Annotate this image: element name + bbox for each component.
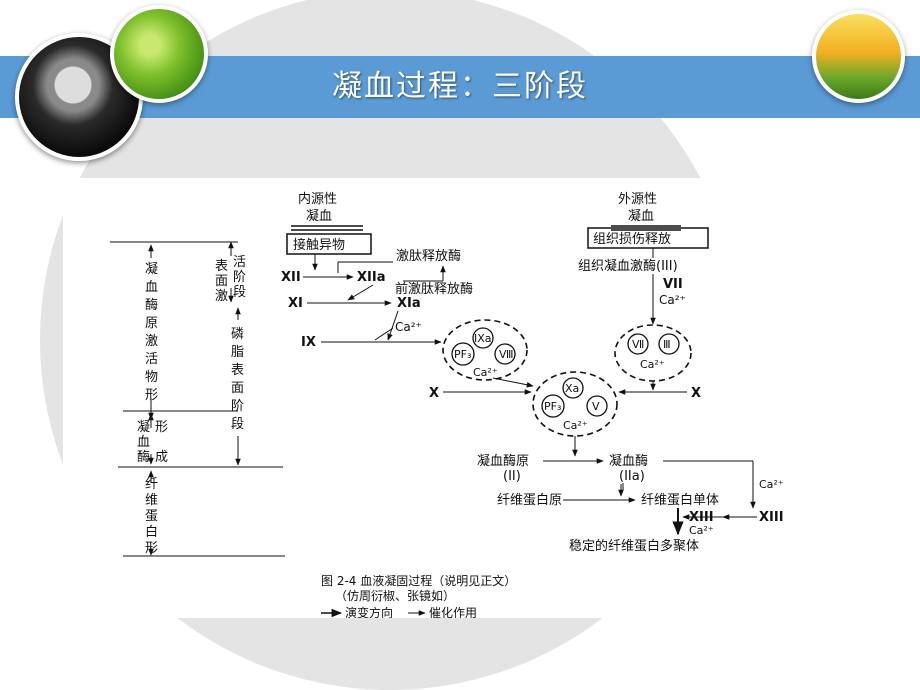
tissue-factor-complex: Ⅶ Ⅲ Ca²⁺ <box>614 324 692 391</box>
svg-text:凝血酶原: 凝血酶原 <box>477 453 529 469</box>
extrinsic-cascade: 组织凝血激酶(III) VII Ca²⁺ <box>578 248 686 325</box>
svg-text:图 2-4 血液凝固过程（说明见正文）: 图 2-4 血液凝固过程（说明见正文） <box>321 573 516 588</box>
svg-text:XIII: XIII <box>759 510 784 525</box>
prothrombinase-complex: Xa PF₃ Ⅴ Ca²⁺ <box>532 371 618 457</box>
coagulation-diagram: 凝 血 酶 原 激 活 物 形 成 凝 血 酶 形 成 纤 维 蛋 白 形 成 … <box>110 191 784 620</box>
stage-scale <box>110 241 285 557</box>
svg-text:酶: 酶 <box>137 449 150 465</box>
intrinsic-cascade: XII XIIa 激肽释放酶 前激肽释放酶 前激肽释放酶 XI XIa IX C… <box>281 248 473 350</box>
svg-text:Ca²⁺: Ca²⁺ <box>759 478 784 491</box>
svg-text:凝血: 凝血 <box>306 208 332 224</box>
svg-text:Ca²⁺: Ca²⁺ <box>473 366 498 379</box>
svg-text:表: 表 <box>215 259 228 274</box>
svg-text:纤维蛋白单体: 纤维蛋白单体 <box>641 492 719 508</box>
svg-text:维: 维 <box>145 493 158 508</box>
factor-x-activation: X X <box>429 386 701 401</box>
svg-text:脂: 脂 <box>231 345 244 360</box>
svg-text:Ca²⁺: Ca²⁺ <box>659 293 686 307</box>
svg-text:(IIa): (IIa) <box>619 469 645 484</box>
svg-text:XII: XII <box>281 270 301 285</box>
thrombin-formation: 凝血酶原 (II) 凝血酶 (IIa) Ca²⁺ <box>477 453 784 509</box>
svg-text:活: 活 <box>233 255 246 270</box>
svg-text:接触异物: 接触异物 <box>293 237 345 253</box>
coagulation-diagram-panel: 凝 血 酶 原 激 活 物 形 成 凝 血 酶 形 成 纤 维 蛋 白 形 成 … <box>63 178 847 620</box>
svg-text:白: 白 <box>145 524 158 540</box>
svg-text:凝: 凝 <box>145 261 158 277</box>
svg-text:X: X <box>691 386 701 401</box>
svg-text:原: 原 <box>145 316 158 331</box>
svg-text:凝血: 凝血 <box>628 208 654 224</box>
svg-text:活: 活 <box>145 352 158 367</box>
svg-text:Ca²⁺: Ca²⁺ <box>395 320 422 334</box>
svg-text:凝: 凝 <box>137 419 150 435</box>
svg-text:段: 段 <box>231 417 244 432</box>
svg-text:阶: 阶 <box>233 270 246 285</box>
contact-box <box>286 233 372 255</box>
svg-text:组织凝血激酶(III): 组织凝血激酶(III) <box>578 258 678 274</box>
svg-text:XIa: XIa <box>397 296 421 311</box>
svg-text:成: 成 <box>155 450 168 465</box>
svg-text:纤: 纤 <box>145 477 158 492</box>
svg-text:X: X <box>429 386 439 401</box>
svg-text:Ca²⁺: Ca²⁺ <box>689 524 714 537</box>
green-leaf-photo <box>110 5 208 103</box>
svg-text:激: 激 <box>215 289 228 304</box>
svg-text:组织损伤释放: 组织损伤释放 <box>593 232 671 247</box>
svg-text:XIIa: XIIa <box>357 270 385 285</box>
slide-title: 凝血过程：三阶段 <box>332 69 588 104</box>
svg-text:酶: 酶 <box>145 297 158 313</box>
intrinsic-pathway-header: 内源性 凝血 接触异物 <box>286 191 372 255</box>
svg-text:Ⅷ: Ⅷ <box>499 348 514 361</box>
tulip-photo <box>812 10 905 103</box>
surface-activation-phase: 表 面 激 活 阶 段 <box>215 241 246 304</box>
tenase-complex: IXa PF₃ Ⅷ Ca²⁺ <box>442 319 534 388</box>
svg-text:血: 血 <box>137 435 150 450</box>
svg-text:形: 形 <box>145 541 158 556</box>
svg-text:表: 表 <box>231 363 244 378</box>
svg-text:形: 形 <box>145 388 158 403</box>
svg-text:Ⅲ: Ⅲ <box>663 338 671 351</box>
svg-text:形: 形 <box>155 420 168 435</box>
svg-text:外源性: 外源性 <box>618 192 657 207</box>
fibrin-formation: 纤维蛋白原 纤维蛋白单体 XIII XIII Ca²⁺ 稳定的纤维蛋白多聚体 <box>497 484 784 554</box>
svg-text:Ⅴ: Ⅴ <box>592 400 600 413</box>
tissue-injury-box <box>587 227 709 249</box>
svg-text:Ca²⁺: Ca²⁺ <box>563 419 588 432</box>
svg-text:面: 面 <box>215 274 228 289</box>
svg-text:纤维蛋白原: 纤维蛋白原 <box>497 492 562 508</box>
svg-text:Xa: Xa <box>565 382 579 395</box>
svg-text:内源性: 内源性 <box>298 191 337 207</box>
svg-text:(II): (II) <box>503 469 521 484</box>
svg-text:（仿周衍椒、张镜如）: （仿周衍椒、张镜如） <box>335 588 455 603</box>
svg-text:VII: VII <box>663 277 683 292</box>
svg-text:物: 物 <box>145 370 158 385</box>
svg-text:PF₃: PF₃ <box>454 348 471 361</box>
svg-text:激肽释放酶: 激肽释放酶 <box>396 248 461 264</box>
stage1-label: 凝 血 酶 原 激 活 物 形 成 <box>145 261 158 403</box>
svg-text:凝血酶: 凝血酶 <box>609 453 648 469</box>
svg-text:演变方向: 演变方向 <box>345 605 393 618</box>
svg-text:稳定的纤维蛋白多聚体: 稳定的纤维蛋白多聚体 <box>569 538 699 554</box>
svg-text:段: 段 <box>233 285 246 300</box>
svg-text:前激肽释放酶: 前激肽释放酶 <box>395 281 473 297</box>
svg-text:面: 面 <box>231 381 244 396</box>
extrinsic-pathway-header: 外源性 凝血 组织损伤释放 <box>587 192 709 249</box>
svg-text:XI: XI <box>288 296 303 311</box>
svg-text:阶: 阶 <box>231 399 244 414</box>
stage2-label: 凝 血 酶 形 成 <box>137 419 168 465</box>
svg-text:PF₃: PF₃ <box>544 400 561 413</box>
svg-text:Ca²⁺: Ca²⁺ <box>640 358 665 371</box>
svg-text:IX: IX <box>301 335 316 350</box>
svg-text:Ⅶ: Ⅶ <box>632 338 644 351</box>
svg-text:激: 激 <box>145 334 158 349</box>
svg-text:催化作用: 催化作用 <box>429 606 477 618</box>
stage3-label: 纤 维 蛋 白 形 成 <box>145 477 158 556</box>
svg-text:磷: 磷 <box>231 327 244 342</box>
svg-text:蛋: 蛋 <box>145 509 158 524</box>
svg-text:IXa: IXa <box>474 332 492 345</box>
svg-text:血: 血 <box>145 280 158 295</box>
phospholipid-phase: 磷 脂 表 面 阶 段 <box>231 307 244 466</box>
figure-caption: 图 2-4 血液凝固过程（说明见正文） （仿周衍椒、张镜如） 演变方向 催化作用 <box>321 573 516 620</box>
